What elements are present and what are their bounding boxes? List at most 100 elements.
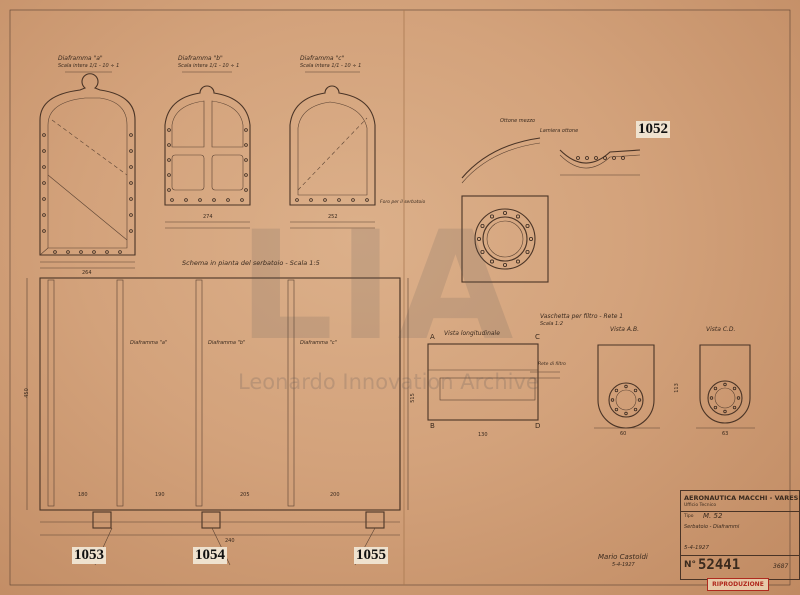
rivet-hole [167, 128, 171, 132]
rivet-hole [365, 198, 369, 202]
rivet-hole [614, 407, 619, 412]
rivet-hole [516, 214, 521, 219]
dim-diag-a-width: 264 [82, 270, 92, 276]
rivet-hole [79, 250, 83, 254]
diaphragm-c-drawing [289, 71, 376, 229]
diaphragm-a-scale: Scala intera 1/1 - 10 ÷ 1 [58, 63, 120, 69]
watermark-logo: LIA [238, 200, 518, 374]
diaphragm-c-scale: Scala intera 1/1 - 10 ÷ 1 [300, 63, 362, 69]
rivet-hole [525, 249, 530, 254]
rivet-hole [42, 181, 46, 185]
rivet-hole [244, 173, 248, 177]
diaphragm-c-label: Diaframma "c" [300, 55, 345, 62]
rivet-hole [92, 250, 96, 254]
rivet-hole [42, 165, 46, 169]
view-cd-title: Vista C.D. [706, 326, 736, 333]
drawing-subject: Serbatoio - Diaframmi [684, 524, 740, 530]
reference-number-1054: 1054 [193, 547, 227, 564]
filter-box-scale: Scala 1:2 [540, 321, 564, 327]
rivet-hole [713, 386, 718, 391]
reference-number-1055: 1055 [354, 547, 388, 564]
drawing-number: 52441 [698, 557, 741, 573]
rivet-hole [244, 143, 248, 147]
rivet-hole [516, 259, 521, 264]
rivet-hole [244, 128, 248, 132]
rivet-hole [337, 198, 341, 202]
rivet-hole [198, 198, 202, 202]
rivet-hole [723, 409, 727, 414]
view-letter-c: C [535, 333, 540, 341]
rivet-hole [323, 198, 327, 202]
dim-view-height: 113 [673, 383, 680, 393]
rivet-hole [226, 198, 230, 202]
reference-number-1052: 1052 [636, 121, 670, 138]
company-subtitle: Ufficio Tecnico [684, 503, 717, 508]
watermark-text: Leonardo Innovation Archive [238, 370, 539, 394]
dim-seg-2: 190 [155, 492, 165, 498]
rivet-hole [244, 158, 248, 162]
rivet-hole [53, 250, 57, 254]
rivet-hole [502, 262, 507, 267]
rivet-hole [118, 250, 122, 254]
view-letter-b: B [430, 422, 435, 430]
signature-date: 5-4-1927 [612, 562, 635, 568]
model-value: M. 52 [703, 512, 723, 520]
plan-label-b: Diaframma "b" [208, 340, 246, 346]
rivet-hole [476, 236, 481, 241]
rivet-hole [489, 259, 494, 264]
rivet-hole [732, 405, 737, 410]
rivet-hole [129, 181, 133, 185]
diaphragm-b-scale: Scala intera 1/1 - 10 ÷ 1 [178, 63, 240, 69]
dim-box-width: 130 [478, 432, 488, 438]
rivet-hole [585, 156, 589, 160]
rivet-hole [480, 249, 485, 254]
rivet-hole [736, 396, 741, 400]
filter-box-title: Vaschetta per filtro - Rete 1 [540, 313, 624, 320]
diaphragm-b-label: Diaframma "b" [178, 55, 223, 62]
rivet-hole [240, 198, 244, 202]
note-sheet: Lamiera ottone [540, 128, 579, 134]
reference-number-1053: 1053 [72, 547, 106, 564]
rivet-hole [42, 149, 46, 153]
drawing-date: 5-4-1927 [684, 545, 709, 551]
rivet-hole [624, 384, 628, 389]
rivet-hole [351, 198, 355, 202]
note-brass: Ottone mezzo [500, 118, 536, 124]
upper-detail-drawings [461, 137, 641, 283]
rivet-hole [170, 198, 174, 202]
model-label: Tipo [684, 514, 694, 519]
company-name: AERONAUTICA MACCHI - VARESE [684, 494, 800, 502]
dim-seg-3: 205 [240, 492, 250, 498]
rivet-hole [295, 198, 299, 202]
rivet-hole [489, 214, 494, 219]
rivet-hole [612, 156, 616, 160]
rivet-hole [167, 143, 171, 147]
rivet-hole [309, 198, 313, 202]
rivet-hole [42, 229, 46, 233]
rivet-hole [594, 156, 598, 160]
plan-title: Schema in pianta del serbatoio - Scala 1… [182, 259, 320, 267]
rivet-hole [129, 133, 133, 137]
rivet-hole [637, 398, 642, 402]
signature-name: Mario Castoldi [598, 553, 648, 561]
diaphragm-b-drawing [164, 71, 251, 229]
rivet-hole [184, 198, 188, 202]
rivet-hole [167, 173, 171, 177]
dim-diag-c-width: 252 [328, 214, 338, 220]
dim-view-ab: 60 [620, 431, 627, 437]
rivet-hole [624, 411, 628, 416]
rivet-hole [42, 197, 46, 201]
note-filter: Rete di filtro [538, 362, 566, 367]
dim-seg-4: 240 [225, 538, 235, 544]
tank-plan-drawing [26, 277, 409, 566]
side-view-title: Vista longitudinale [444, 330, 500, 337]
red-stamp: RIPRODUZIONE [707, 578, 769, 591]
dim-height: 450 [23, 388, 30, 398]
diaphragm-a-label: Diaframma "a" [58, 55, 103, 62]
rivet-hole [42, 133, 46, 137]
dim-overall-length: 515 [409, 393, 416, 403]
view-ab-title: Vista A.B. [610, 326, 639, 333]
